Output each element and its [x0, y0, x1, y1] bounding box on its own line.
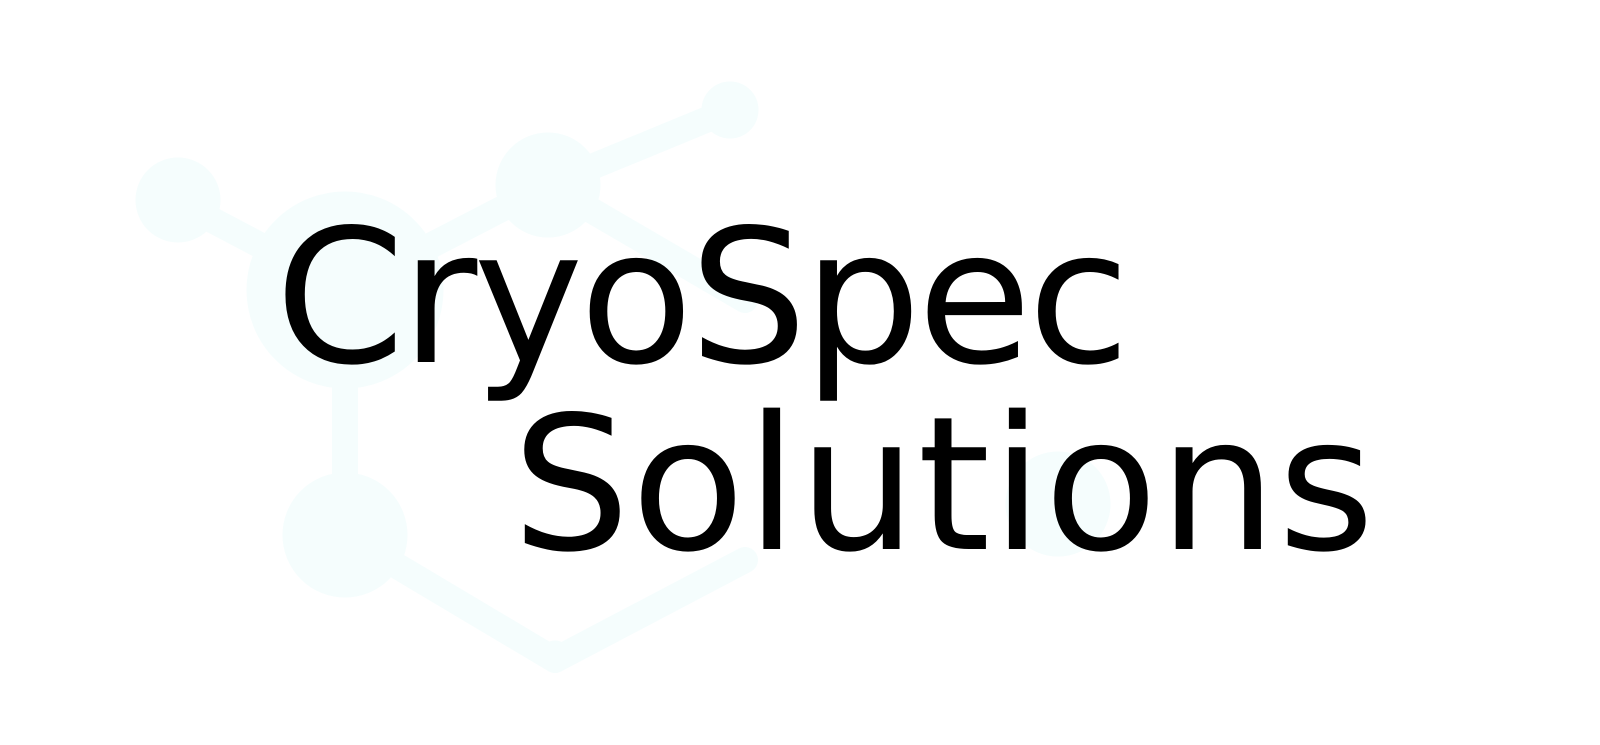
wordmark-line-1: CryoSpec [275, 189, 1130, 406]
wordmark-line-2: Solutions [512, 376, 1376, 593]
